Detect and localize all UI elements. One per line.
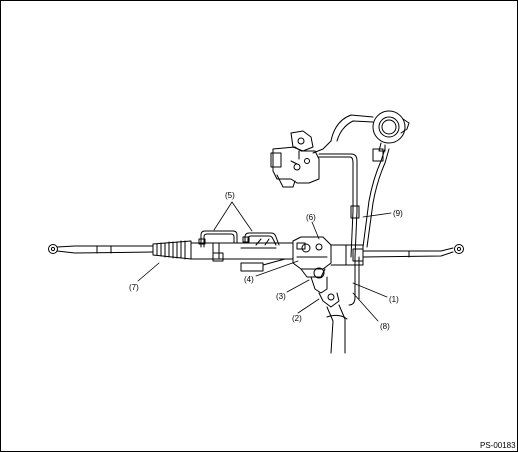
label-9: (9) (393, 209, 403, 218)
rack-housing-right (330, 244, 364, 266)
leader-lines (137, 201, 392, 322)
steering-rack (48, 236, 464, 278)
suction-hose (330, 114, 374, 142)
oil-pump (270, 130, 332, 188)
left-tie-rod (48, 244, 154, 254)
universal-joint (310, 267, 340, 308)
return-line (362, 148, 390, 248)
reservoir-tank (372, 110, 410, 152)
feed-lines (198, 230, 280, 248)
label-3: (3) (276, 292, 286, 301)
pressure-line (318, 153, 360, 258)
left-boot (152, 240, 192, 260)
valve-housing (292, 236, 332, 278)
callout-labels: (5) (6) (9) (7) (4) (3) (2) (1) (8) (129, 191, 403, 331)
label-5: (5) (225, 191, 235, 200)
label-7: (7) (129, 283, 139, 292)
right-tie-rod (362, 244, 464, 258)
label-2: (2) (292, 314, 302, 323)
rack-housing (190, 238, 294, 272)
label-1: (1) (389, 295, 399, 304)
steering-shaft (326, 304, 348, 354)
pipe-lower (348, 256, 360, 306)
label-8: (8) (380, 322, 390, 331)
label-4: (4) (244, 275, 254, 284)
label-6: (6) (306, 213, 316, 222)
figure-code: PS-00183 (480, 441, 516, 450)
